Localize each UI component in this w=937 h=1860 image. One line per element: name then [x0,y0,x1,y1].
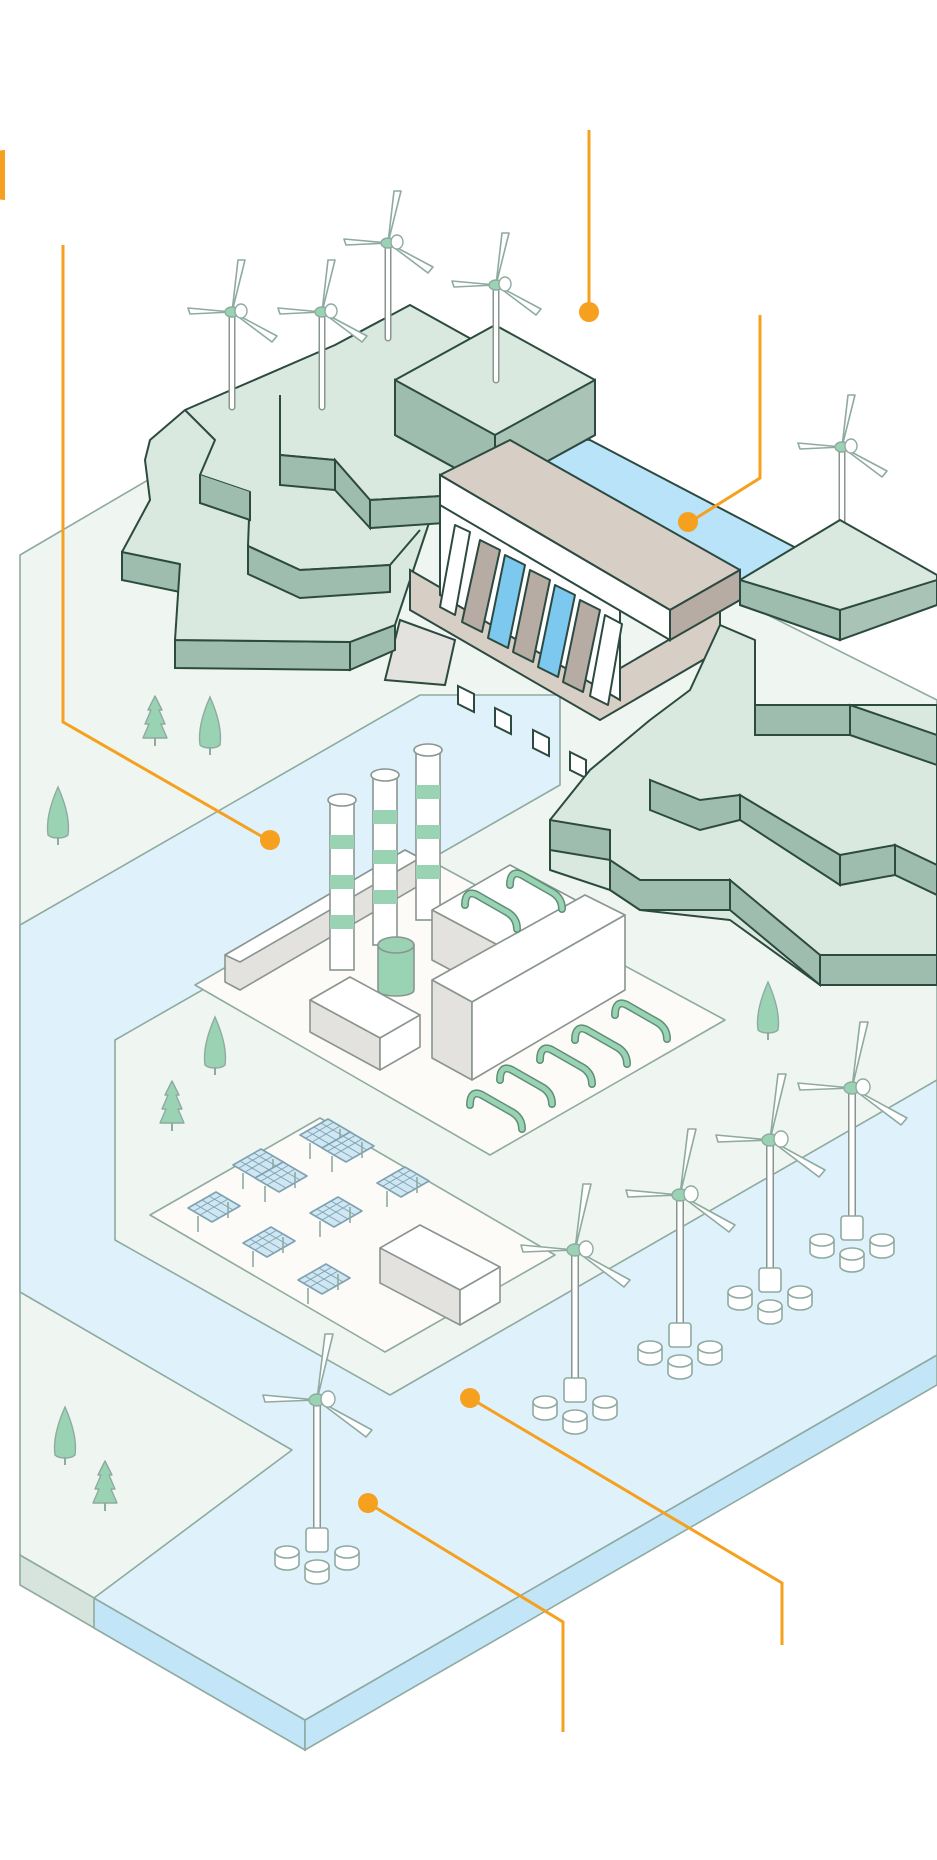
callout-reservoir [678,315,762,532]
callout-thermal-plant [61,245,280,850]
callout-offshore-wind [358,1493,565,1732]
thermal-power-plant [194,743,726,1156]
right-hill [549,519,937,988]
smokestacks [327,743,443,971]
solar-farm [149,1117,556,1353]
callouts [0,130,784,1732]
callout-wind-farm [579,130,599,322]
solar-control-building [379,1224,501,1326]
callout-river [460,1388,784,1645]
callout-left-edge [0,150,5,200]
hydroelectric-dam [409,439,741,780]
